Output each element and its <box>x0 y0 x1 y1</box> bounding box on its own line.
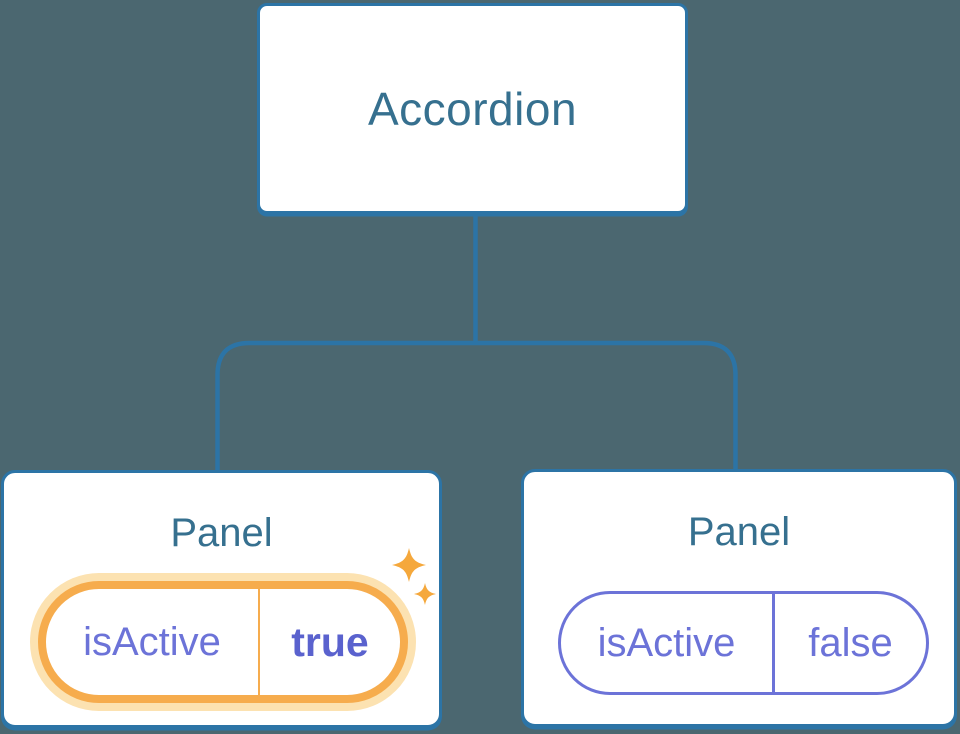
prop-pill-highlight-glow: isActive true <box>30 573 416 711</box>
prop-name: isActive <box>597 620 736 665</box>
connector-bracket <box>215 340 738 471</box>
root-node-accordion: Accordion <box>257 3 688 214</box>
prop-name: isActive <box>83 619 221 664</box>
sparkles-icon <box>392 548 436 605</box>
prop-value: true <box>291 618 369 665</box>
prop-pill-active: isActive true <box>38 581 408 703</box>
prop-pill-divider <box>772 594 775 692</box>
panel-label: Panel <box>170 511 273 555</box>
root-node-label: Accordion <box>367 82 578 135</box>
panel-node-active: Panel isActive true <box>1 470 442 728</box>
panel-node-inactive: Panel isActive false <box>521 469 957 727</box>
prop-pill-divider <box>258 589 260 695</box>
panel-label: Panel <box>687 510 791 554</box>
prop-value: false <box>808 620 893 665</box>
prop-pill-plain: isActive false <box>558 591 929 695</box>
